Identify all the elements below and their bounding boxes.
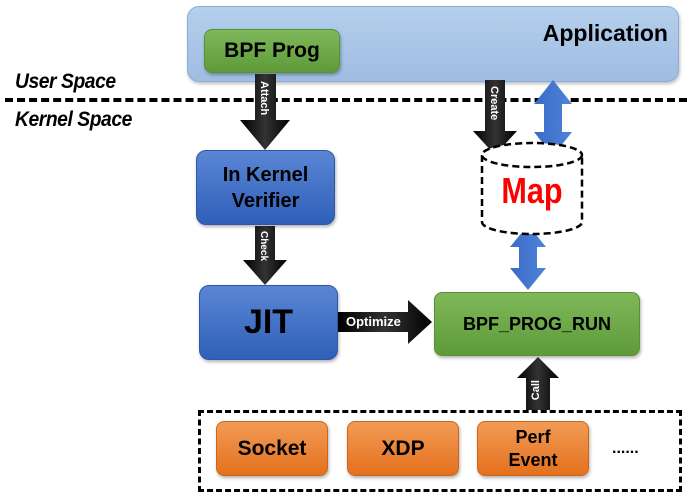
application-label: Application — [542, 20, 668, 46]
verifier-box: In Kernel Verifier — [196, 150, 335, 225]
perf-event-box: Perf Event — [477, 421, 589, 476]
check-arrow — [243, 226, 287, 285]
xdp-box: XDP — [347, 421, 459, 476]
verifier-line2: Verifier — [231, 189, 300, 212]
map-cylinder — [480, 141, 584, 236]
jit-label: JIT — [243, 303, 294, 341]
perf-event-line1: Perf — [515, 427, 551, 447]
hook-sources-container — [198, 410, 682, 492]
map-run-double-arrow — [510, 225, 546, 290]
bpf-prog-box: BPF Prog — [204, 29, 340, 73]
more-ellipsis: ...... — [612, 440, 639, 457]
call-label: Call — [530, 380, 542, 401]
xdp-label: XDP — [381, 436, 425, 460]
user-space-label: User Space — [15, 70, 116, 93]
bpf-prog-run-box: BPF_PROG_RUN — [434, 292, 640, 356]
map-label: Map — [501, 170, 563, 211]
create-label: Create — [488, 86, 500, 121]
attach-arrow — [240, 74, 290, 150]
socket-label: Socket — [237, 436, 307, 460]
check-label: Check — [258, 231, 269, 262]
call-arrow — [517, 357, 559, 410]
attach-label: Attach — [258, 81, 270, 116]
optimize-arrow — [338, 300, 432, 344]
verifier-line1: In Kernel — [222, 163, 309, 186]
socket-box: Socket — [216, 421, 328, 476]
optimize-label: Optimize — [346, 314, 401, 329]
perf-event-line2: Event — [508, 449, 558, 470]
user-kernel-divider — [5, 98, 687, 102]
kernel-space-label: Kernel Space — [15, 108, 132, 131]
bpf-prog-run-label: BPF_PROG_RUN — [462, 313, 612, 334]
app-map-double-arrow — [534, 80, 572, 156]
jit-box: JIT — [199, 285, 338, 360]
bpf-prog-label: BPF Prog — [224, 39, 320, 62]
create-arrow — [473, 80, 517, 155]
